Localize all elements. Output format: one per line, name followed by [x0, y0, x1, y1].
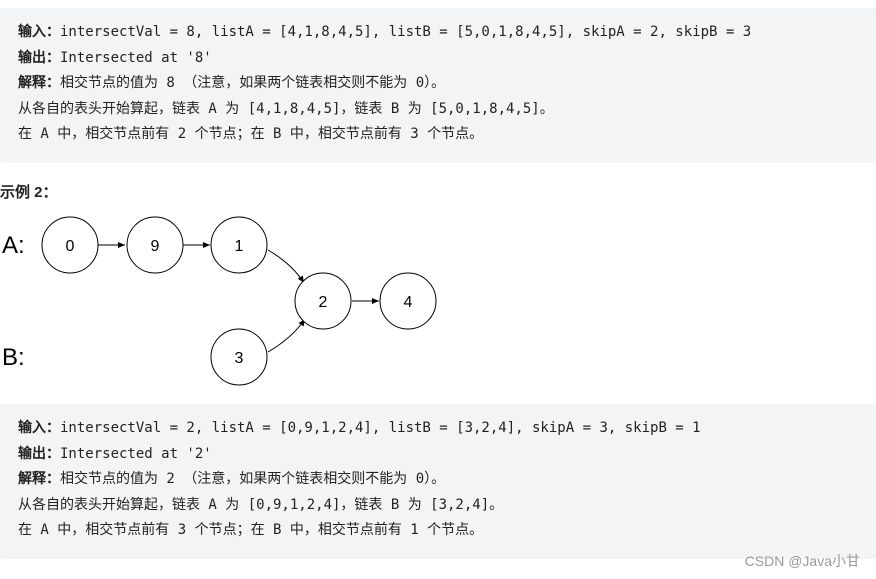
list-a-label: A:: [2, 232, 25, 259]
output-line: 输出：Intersected at '8': [18, 46, 876, 72]
list-b-label: B:: [2, 344, 25, 371]
explain-line: 解释：相交节点的值为 2 （注意，如果两个链表相交则不能为 0）。: [18, 467, 876, 493]
input-line: 输入：intersectVal = 8, listA = [4,1,8,4,5]…: [18, 20, 876, 46]
example-2-title: 示例 2：: [0, 184, 58, 201]
node-a1: 9: [126, 216, 184, 274]
explain-text-3: 在 A 中，相交节点前有 2 个节点；在 B 中，相交节点前有 3 个节点。: [18, 126, 484, 142]
arrow-3-2: [267, 318, 306, 353]
input-line: 输入：intersectVal = 2, listA = [0,9,1,2,4]…: [18, 416, 876, 442]
input-label: 输入：: [18, 24, 60, 40]
node-a2: 1: [210, 216, 268, 274]
node-shared-4: 4: [379, 272, 437, 330]
explain-text-3: 在 A 中，相交节点前有 3 个节点；在 B 中，相交节点前有 1 个节点。: [18, 522, 484, 538]
svg-text:4: 4: [404, 294, 413, 311]
svg-text:1: 1: [235, 238, 244, 255]
explain-text-1: 相交节点的值为 8 （注意，如果两个链表相交则不能为 0）。: [60, 75, 446, 91]
arrow-1-2: [267, 249, 305, 284]
explain-label: 解释：: [18, 75, 60, 91]
output-value: Intersected at '2': [60, 445, 212, 462]
example-1-code-block: 输入：intersectVal = 8, listA = [4,1,8,4,5]…: [0, 8, 876, 163]
output-label: 输出：: [18, 445, 60, 462]
node-shared-2: 2: [294, 272, 352, 330]
explain-line: 解释：相交节点的值为 8 （注意，如果两个链表相交则不能为 0）。: [18, 71, 876, 97]
explain-text-2: 从各自的表头开始算起，链表 A 为 [0,9,1,2,4]，链表 B 为 [3,…: [18, 496, 504, 513]
node-a0: 0: [41, 216, 99, 274]
output-line: 输出：Intersected at '2': [18, 442, 876, 468]
input-value: intersectVal = 2, listA = [0,9,1,2,4], l…: [60, 420, 701, 436]
node-b0: 3: [210, 328, 268, 386]
svg-text:2: 2: [319, 294, 328, 311]
watermark: CSDN @Java小甘: [744, 553, 860, 569]
linked-list-diagram: A: B: 0 9 1 2 4 3: [2, 216, 437, 386]
example-2-code-block: 输入：intersectVal = 2, listA = [0,9,1,2,4]…: [0, 404, 876, 559]
svg-text:9: 9: [151, 238, 160, 255]
input-value: intersectVal = 8, listA = [4,1,8,4,5], l…: [60, 24, 752, 40]
output-label: 输出：: [18, 49, 60, 66]
svg-text:0: 0: [66, 238, 75, 255]
explain-text-2: 从各自的表头开始算起，链表 A 为 [4,1,8,4,5]，链表 B 为 [5,…: [18, 100, 554, 117]
input-label: 输入：: [18, 420, 60, 436]
output-value: Intersected at '8': [60, 49, 212, 66]
explain-text-1: 相交节点的值为 2 （注意，如果两个链表相交则不能为 0）。: [60, 471, 446, 487]
svg-text:3: 3: [235, 350, 244, 367]
explain-label: 解释：: [18, 471, 60, 487]
